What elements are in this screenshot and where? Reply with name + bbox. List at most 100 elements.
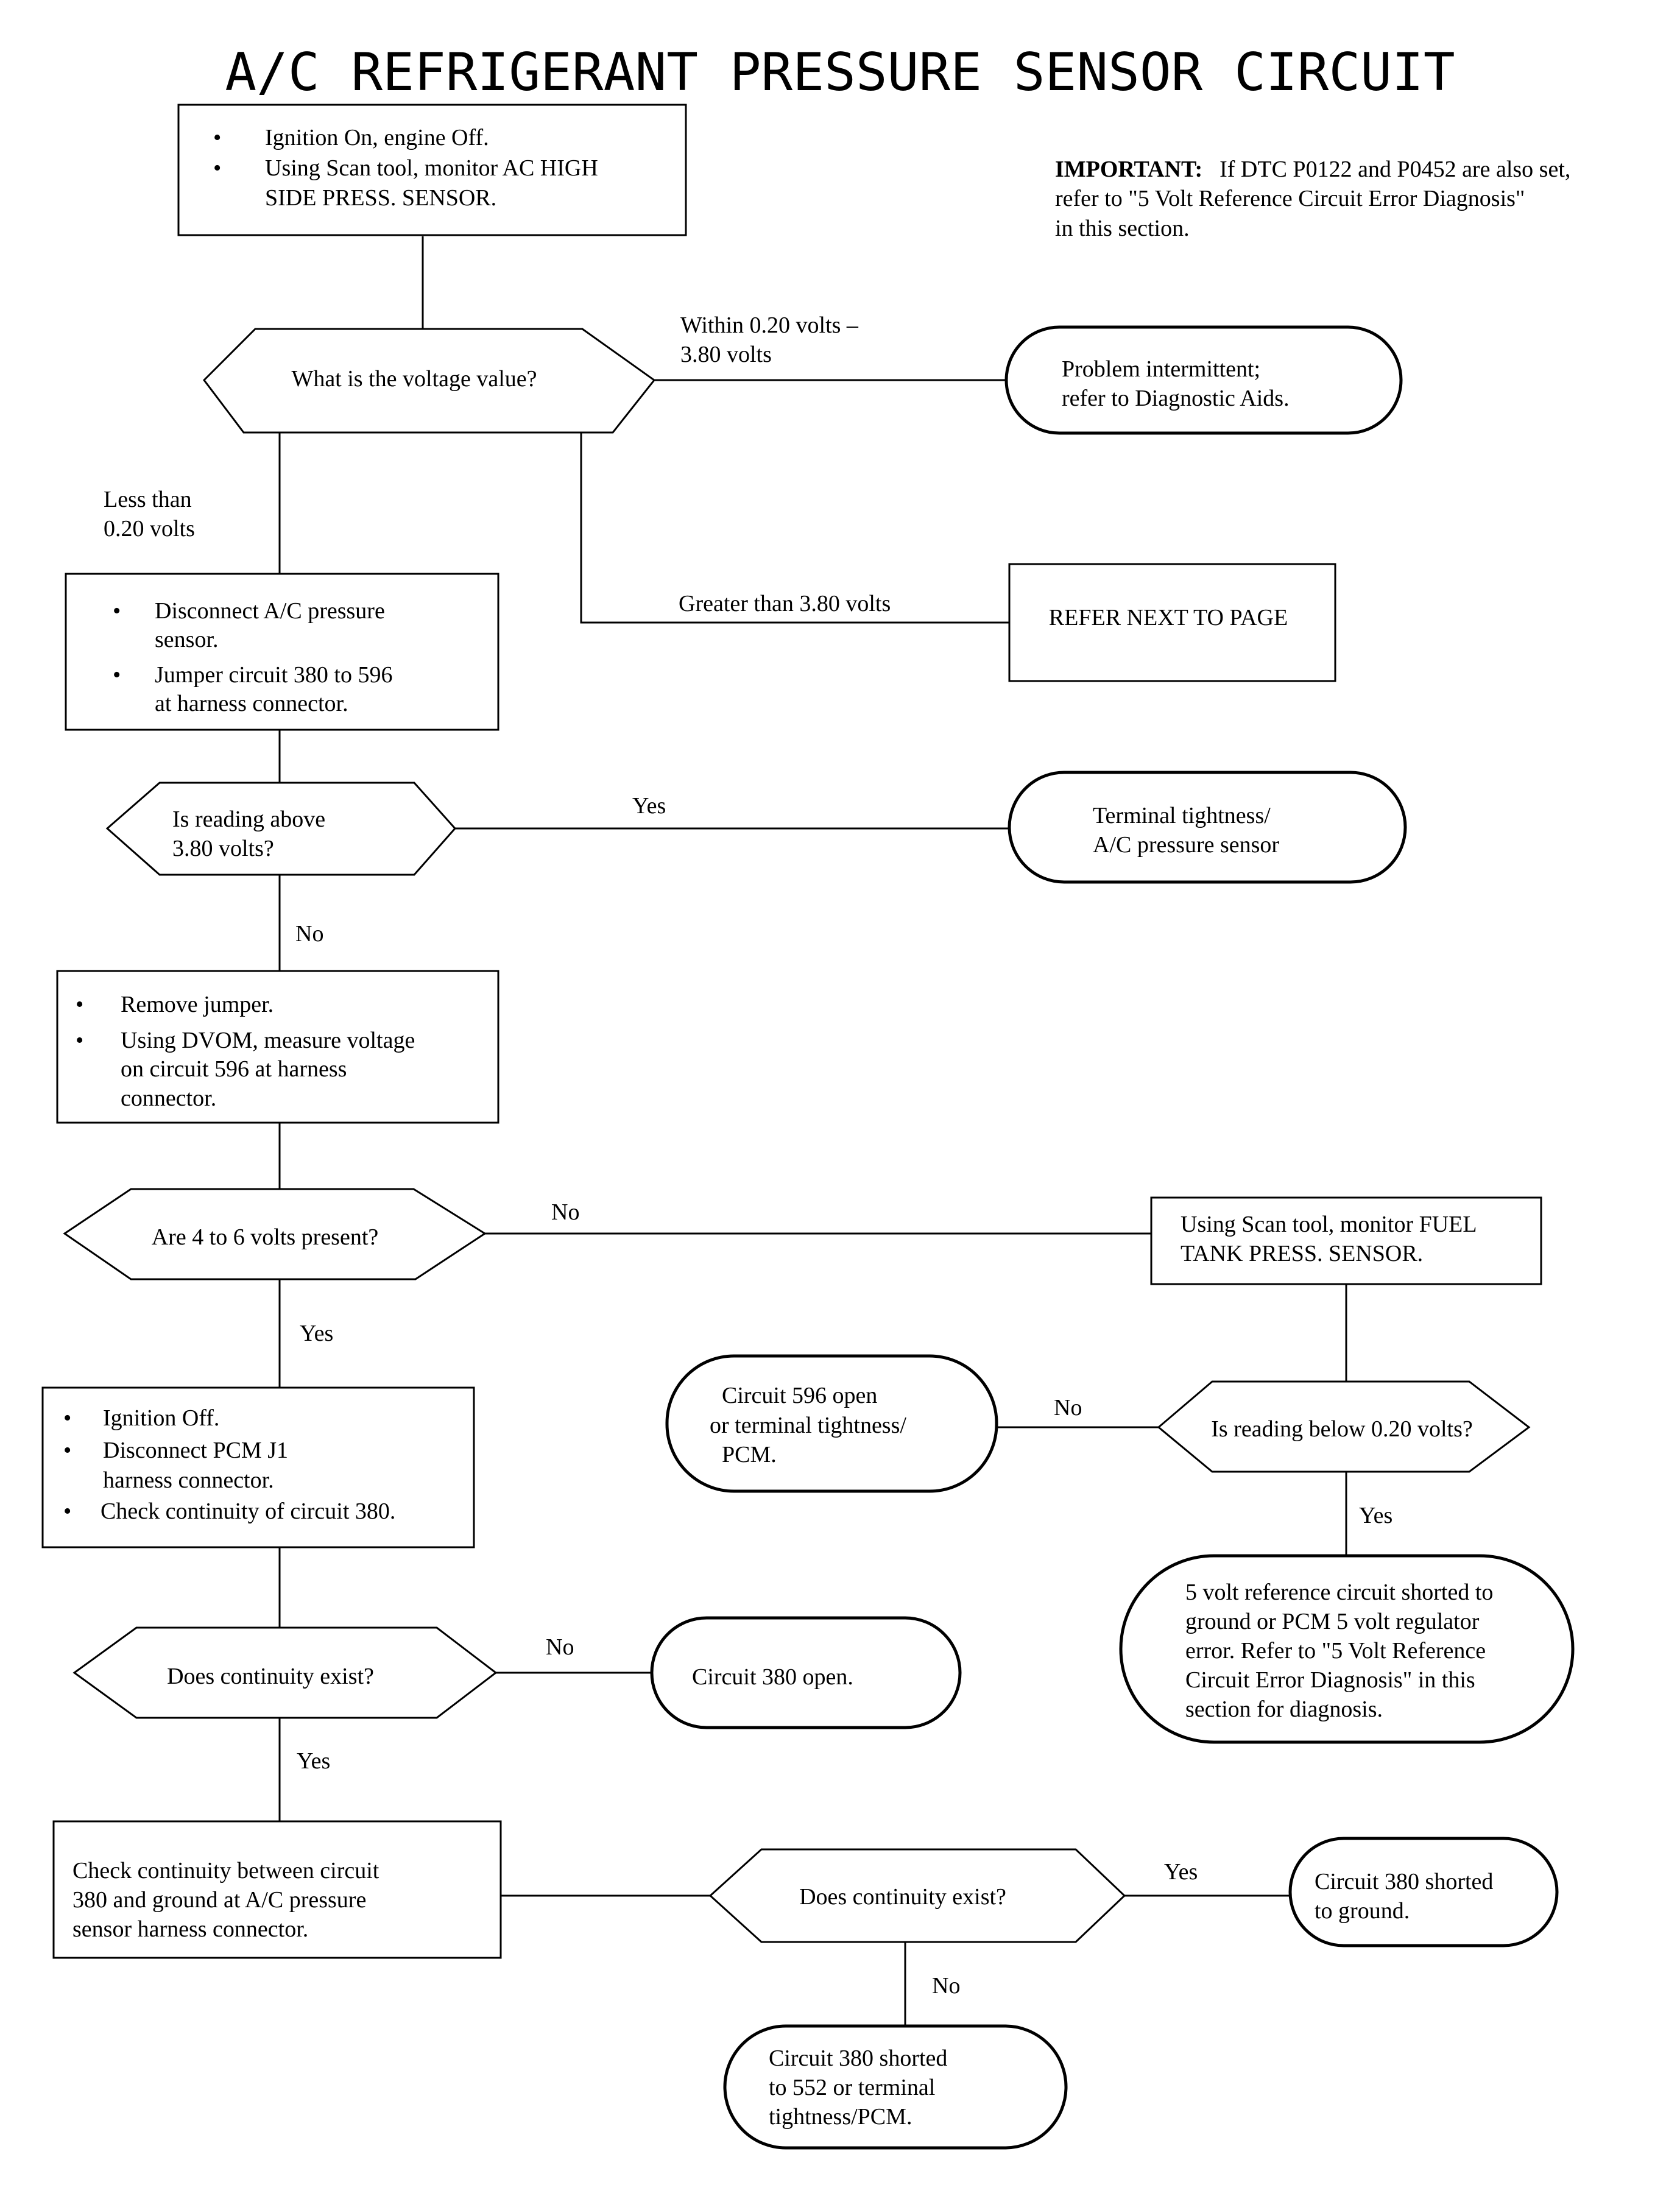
bullet-marker: • xyxy=(113,598,121,624)
step-text: Disconnect PCM J1 xyxy=(103,1438,288,1463)
step-text: Check continuity of circuit 380. xyxy=(101,1499,395,1524)
terminal-text: Circuit 380 shorted xyxy=(1315,1869,1493,1894)
decision-reading-below: Is reading below 0.20 volts? xyxy=(1157,1380,1531,1473)
terminal-text: refer to Diagnostic Aids. xyxy=(1062,386,1290,411)
edge-label-less-than: Less than xyxy=(104,487,192,512)
important-note: IMPORTANT: If DTC P0122 and P0452 are al… xyxy=(1055,157,1570,241)
step-text: connector. xyxy=(121,1086,216,1111)
disconnect-step-box: • Disconnect A/C pressure sensor. • Jump… xyxy=(65,573,499,731)
bullet-marker: • xyxy=(63,1438,71,1463)
step-text: Using Scan tool, monitor AC HIGH xyxy=(265,155,598,181)
decision-text: Does continuity exist? xyxy=(167,1664,374,1689)
step-text: Disconnect A/C pressure xyxy=(155,598,385,624)
edge-label-yes: Yes xyxy=(300,1321,333,1346)
terminal-text: 5 volt reference circuit shorted to xyxy=(1185,1580,1493,1605)
terminal-text: PCM. xyxy=(722,1442,777,1467)
edge-voltage-to-refer xyxy=(580,432,1009,624)
edge-label-no: No xyxy=(546,1634,574,1660)
step-text: sensor harness connector. xyxy=(72,1916,308,1942)
step-text: sensor. xyxy=(155,627,219,652)
terminal-text: tightness/PCM. xyxy=(769,2104,912,2130)
step-text: Jumper circuit 380 to 596 xyxy=(155,662,392,688)
terminal-text: section for diagnosis. xyxy=(1185,1696,1383,1722)
terminal-text: to ground. xyxy=(1315,1898,1410,1924)
bullet-marker: • xyxy=(76,992,83,1017)
step-text: Ignition On, engine Off. xyxy=(265,125,489,150)
start-step-box: • Ignition On, engine Off. • Using Scan … xyxy=(177,104,687,236)
important-label: IMPORTANT: xyxy=(1055,157,1202,182)
terminal-text: Problem intermittent; xyxy=(1062,356,1260,382)
decision-text: Is reading below 0.20 volts? xyxy=(1211,1416,1473,1442)
edge-label-yes: Yes xyxy=(297,1748,330,1774)
terminal-tightness-sensor: Terminal tightness/ A/C pressure sensor xyxy=(1008,771,1407,884)
important-line-2: refer to "5 Volt Reference Circuit Error… xyxy=(1055,186,1525,211)
step-text: on circuit 596 at harness xyxy=(121,1056,347,1082)
terminal-5-volt-reference: 5 volt reference circuit shorted to grou… xyxy=(1119,1554,1575,1744)
refer-next-page-box: REFER NEXT TO PAGE xyxy=(1008,563,1336,682)
remove-jumper-box: • Remove jumper. • Using DVOM, measure v… xyxy=(56,970,499,1124)
edge-label-no: No xyxy=(1054,1395,1082,1421)
terminal-text: Terminal tightness/ xyxy=(1093,803,1271,828)
connectors xyxy=(278,236,1347,2026)
step-text: SIDE PRESS. SENSOR. xyxy=(265,185,496,211)
step-text: Ignition Off. xyxy=(103,1405,219,1431)
refer-text: REFER NEXT TO PAGE xyxy=(1049,605,1288,630)
bullet-marker: • xyxy=(63,1405,71,1431)
ignition-off-box: • Ignition Off. • Disconnect PCM J1 harn… xyxy=(41,1386,475,1548)
terminal-circuit-380-open: Circuit 380 open. xyxy=(650,1616,962,1729)
terminal-text: ground or PCM 5 volt regulator xyxy=(1185,1609,1480,1634)
edge-label-no: No xyxy=(932,1973,960,1999)
terminal-text: A/C pressure sensor xyxy=(1093,832,1279,858)
bullet-marker: • xyxy=(76,1028,83,1053)
terminal-text: or terminal tightness/ xyxy=(710,1413,906,1438)
important-line-3: in this section. xyxy=(1055,216,1190,241)
decision-4-to-6-volts: Are 4 to 6 volts present? xyxy=(63,1188,487,1280)
terminal-380-shorted-552: Circuit 380 shorted to 552 or terminal t… xyxy=(723,2024,1068,2150)
check-continuity-box: Check continuity between circuit 380 and… xyxy=(52,1820,502,1959)
step-text: Using DVOM, measure voltage xyxy=(121,1028,415,1053)
terminal-text: Circuit 380 open. xyxy=(692,1664,853,1690)
bullet-marker: • xyxy=(213,155,221,181)
terminal-text: Circuit 596 open xyxy=(722,1383,877,1408)
edge-label-within: Within 0.20 volts – xyxy=(680,312,859,338)
terminal-problem-intermittent: Problem intermittent; refer to Diagnosti… xyxy=(1004,325,1403,435)
step-text: Check continuity between circuit xyxy=(72,1858,379,1883)
edge-label-less-than: 0.20 volts xyxy=(104,516,195,542)
edge-label-yes: Yes xyxy=(632,793,666,819)
decision-text: Is reading above xyxy=(172,807,325,832)
terminal-text: error. Refer to "5 Volt Reference xyxy=(1185,1638,1486,1664)
step-text: at harness connector. xyxy=(155,691,348,716)
terminal-text: Circuit Error Diagnosis" in this xyxy=(1185,1667,1475,1693)
decision-text: Are 4 to 6 volts present? xyxy=(152,1224,379,1250)
decision-reading-above: Is reading above 3.80 volts? xyxy=(105,782,457,876)
terminal-text: Circuit 380 shorted xyxy=(769,2046,947,2071)
fuel-tank-sensor-box: Using Scan tool, monitor FUEL TANK PRESS… xyxy=(1150,1196,1542,1285)
step-text: Remove jumper. xyxy=(121,992,274,1017)
decision-text: 3.80 volts? xyxy=(172,836,274,861)
decision-voltage-value: What is the voltage value? xyxy=(203,328,656,434)
bullet-marker: • xyxy=(113,662,121,688)
step-text: 380 and ground at A/C pressure xyxy=(72,1887,366,1913)
edge-label-greater-than: Greater than 3.80 volts xyxy=(679,591,891,616)
edge-label-yes: Yes xyxy=(1359,1503,1392,1528)
decision-text: Does continuity exist? xyxy=(799,1884,1006,1910)
decision-continuity-2: Does continuity exist? xyxy=(708,1848,1126,1943)
edge-label-no: No xyxy=(295,921,323,947)
important-line-1: IMPORTANT: If DTC P0122 and P0452 are al… xyxy=(1055,157,1570,182)
bullet-marker: • xyxy=(213,125,221,150)
edge-label-yes: Yes xyxy=(1164,1859,1198,1885)
terminal-text: to 552 or terminal xyxy=(769,2075,935,2100)
edge-label-within: 3.80 volts xyxy=(680,342,772,367)
terminal-380-shorted-ground: Circuit 380 shorted to ground. xyxy=(1288,1837,1559,1947)
step-text: harness connector. xyxy=(103,1467,274,1493)
step-text: Using Scan tool, monitor FUEL xyxy=(1181,1212,1477,1237)
decision-continuity-1: Does continuity exist? xyxy=(72,1626,498,1719)
step-text: TANK PRESS. SENSOR. xyxy=(1181,1241,1423,1266)
terminal-circuit-596-open: Circuit 596 open or terminal tightness/ … xyxy=(665,1354,998,1493)
important-text: If DTC P0122 and P0452 are also set, xyxy=(1219,157,1570,182)
edge-label-no: No xyxy=(551,1199,579,1225)
decision-text: What is the voltage value? xyxy=(291,366,537,392)
bullet-marker: • xyxy=(63,1499,71,1524)
